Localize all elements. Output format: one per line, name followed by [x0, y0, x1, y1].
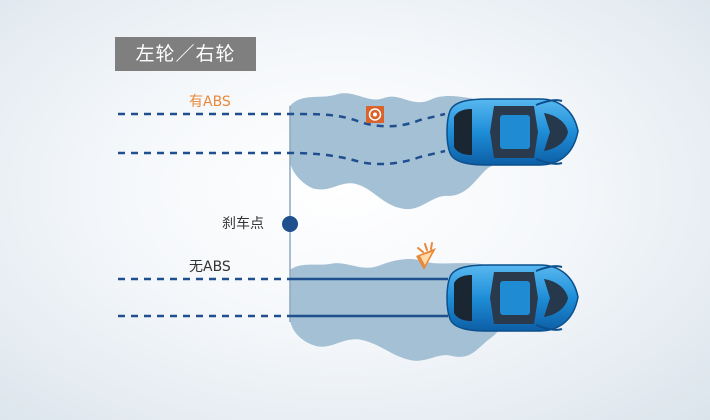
car-without-abs: [446, 264, 579, 332]
abs-warning-icon: [366, 106, 384, 123]
label-without-abs: 无ABS: [189, 259, 231, 275]
diagram-title: 左轮／右轮: [115, 37, 256, 71]
skid-warning-icon: [416, 242, 436, 270]
label-with-abs: 有ABS: [189, 94, 231, 110]
brake-point-marker: [282, 216, 298, 232]
abs-track-bottom: [118, 149, 446, 166]
abs-track-top: [118, 112, 446, 128]
label-brake-point: 刹车点: [222, 216, 264, 232]
car-with-abs: [446, 98, 579, 166]
